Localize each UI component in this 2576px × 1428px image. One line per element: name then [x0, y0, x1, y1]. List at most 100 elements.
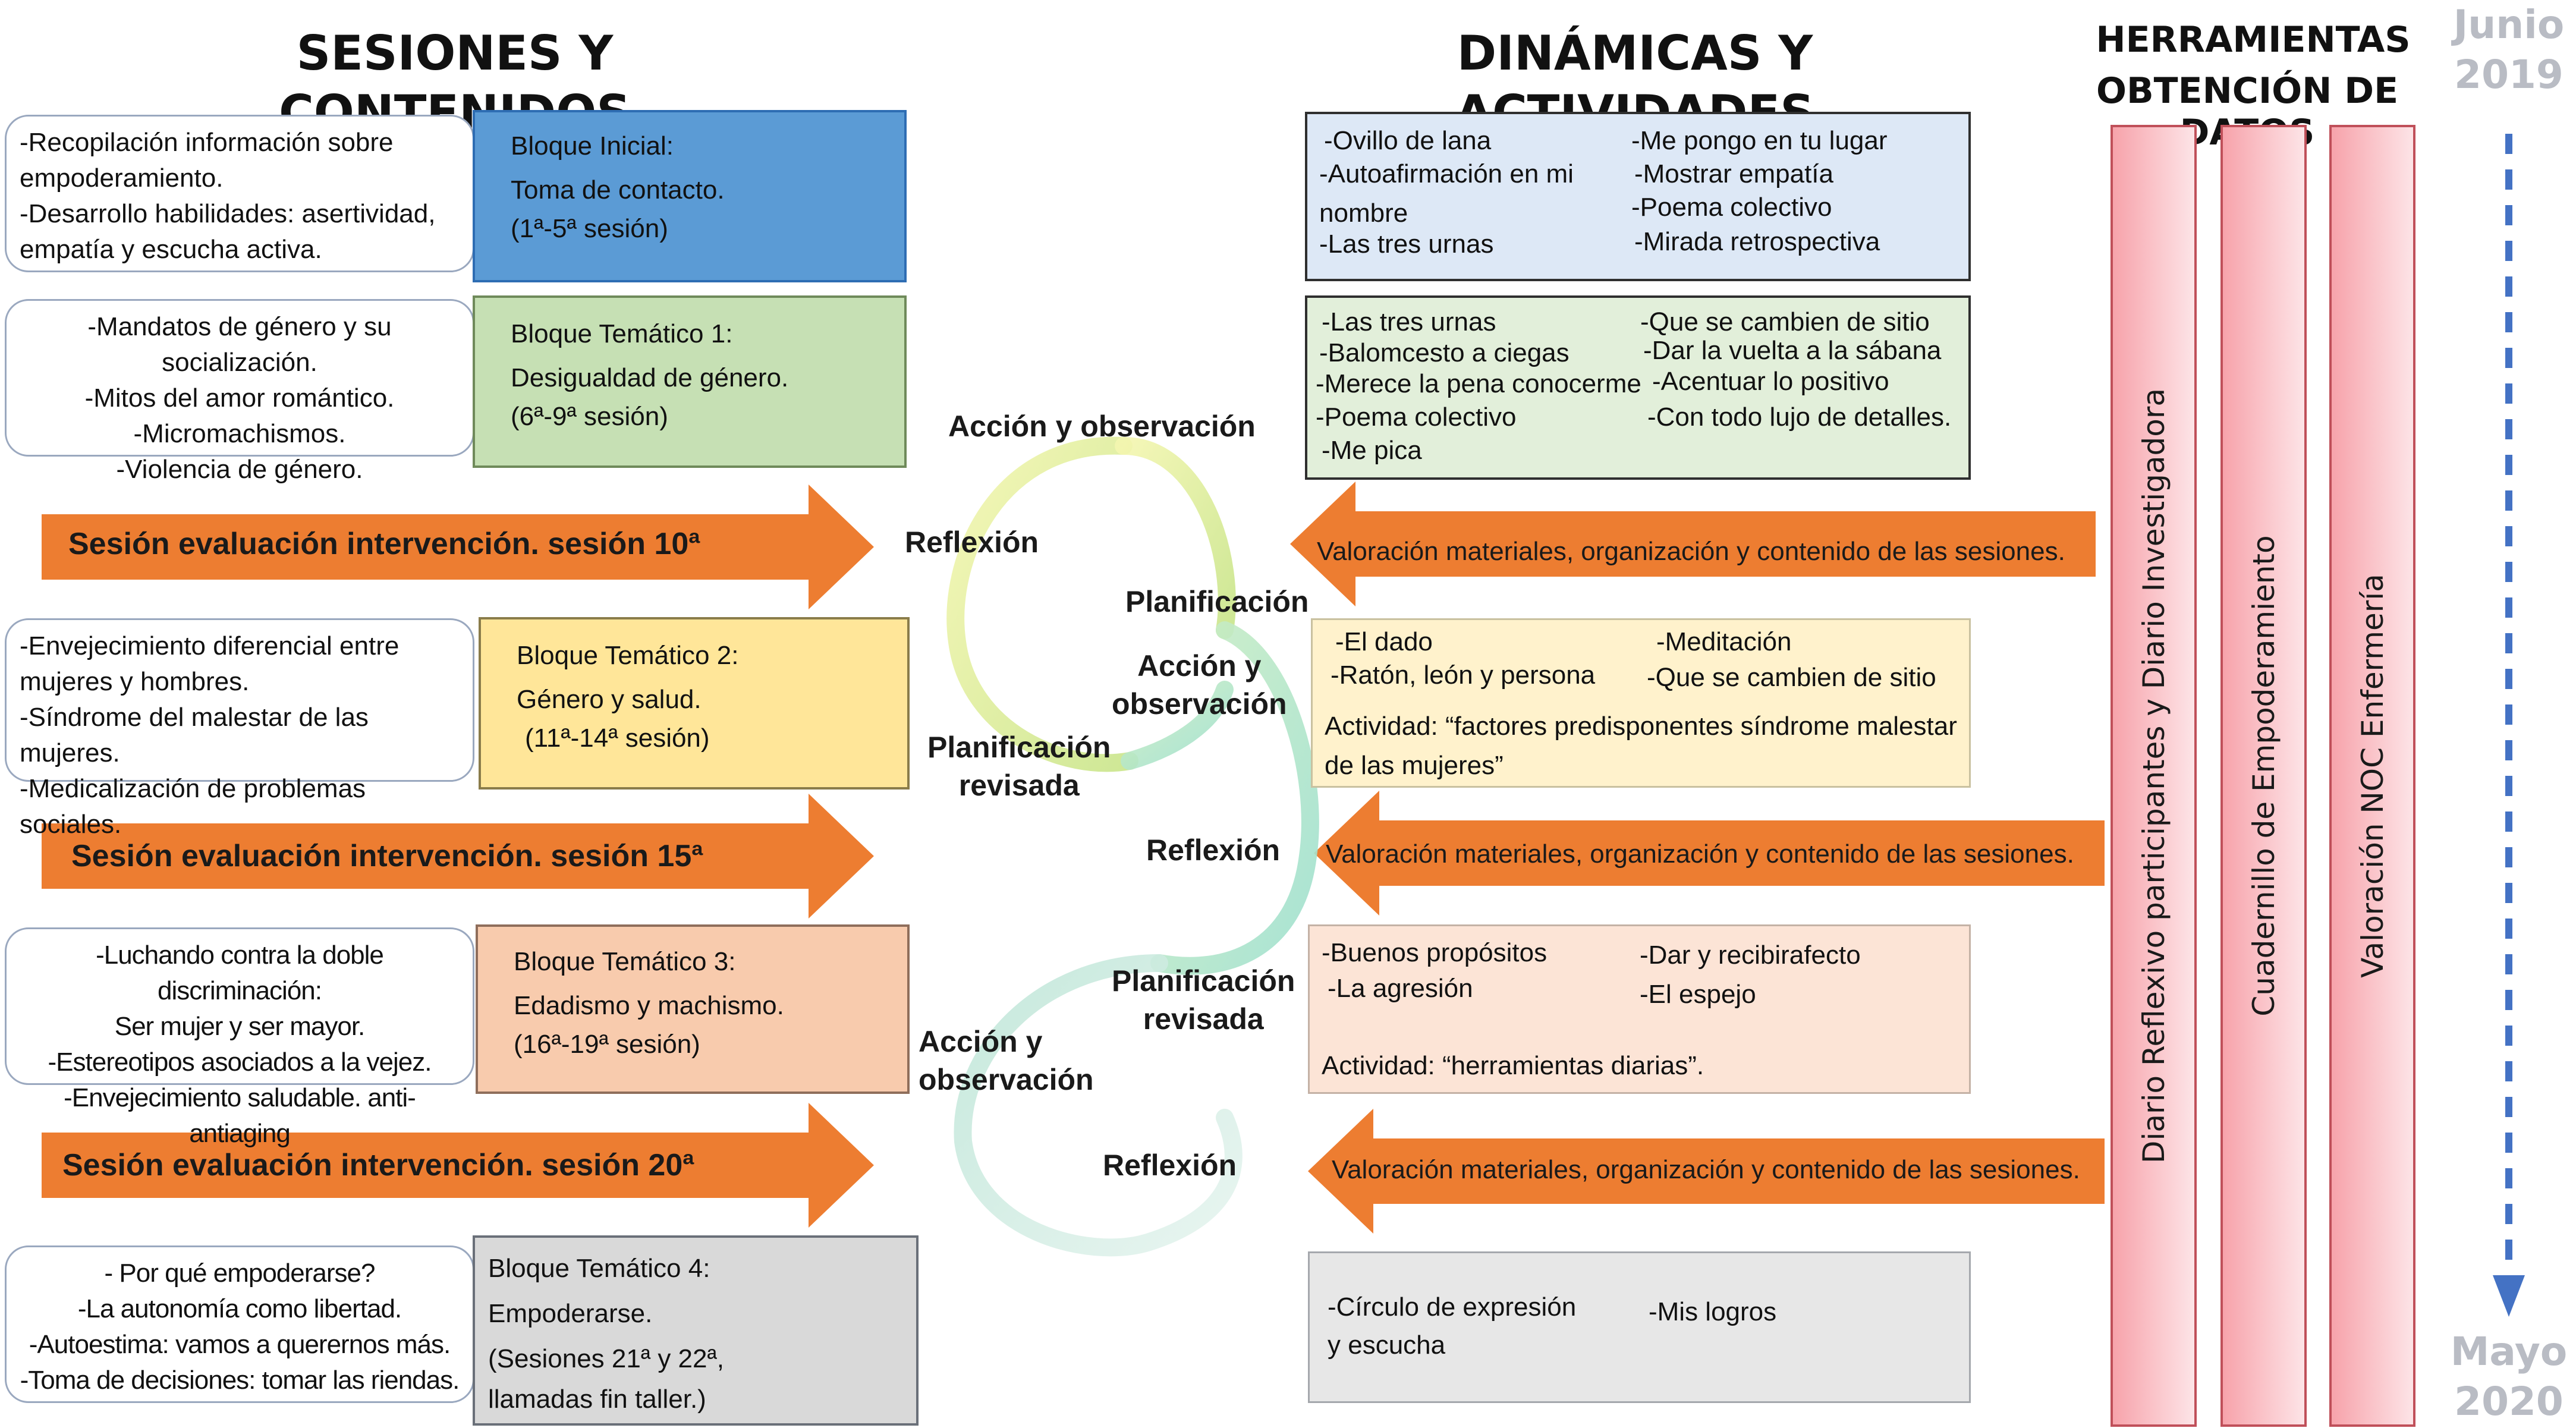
tool-valoracion-noc: Valoración NOC Enfermería: [2329, 125, 2415, 1427]
activity-item: -Merece la pena conocerme: [1316, 369, 1641, 398]
content-line: Ser mujer y ser mayor.: [114, 1012, 366, 1041]
activity-item: -Me pongo en tu lugar: [1631, 126, 1888, 155]
content-bubble-1: -Recopilación información sobre empodera…: [5, 115, 474, 272]
cycle-label-accion-2-l2: observación: [1112, 687, 1287, 721]
content-bubble-3: -Envejecimiento diferencial entre mujere…: [5, 618, 474, 839]
content-line: empoderamiento.: [20, 163, 224, 193]
evaluation-label-1: Sesión evaluación intervención. sesión 1…: [68, 527, 700, 561]
cycle-label-planrev-2-l2: revisada: [1143, 1002, 1264, 1036]
cycle-loop-1b: [1115, 437, 1236, 639]
timeline-end-month: Mayo: [2450, 1329, 2568, 1374]
timeline-start-month: Junio: [2453, 2, 2565, 48]
block-title: Bloque Temático 3:: [514, 947, 736, 976]
activity-item: -Círculo de expresión: [1328, 1292, 1577, 1322]
activities-box-4: -Buenos propósitos -La agresión -Dar y r…: [1308, 924, 1971, 1094]
content-line: -Toma de decisiones: tomar las riendas.: [20, 1366, 460, 1395]
block-title: Bloque Inicial:: [511, 131, 674, 161]
activities-box-2: -Las tres urnas -Balomcesto a ciegas -Me…: [1305, 295, 1971, 480]
cycle-label-reflexion-3: Reflexión: [1103, 1149, 1237, 1182]
block-title: Bloque Temático 1:: [511, 319, 733, 348]
evaluation-arrow-2: [42, 794, 874, 919]
timeline-end-year: 2020: [2454, 1379, 2564, 1424]
content-line: -Recopilación información sobre: [20, 128, 394, 157]
activity-item: -El dado: [1335, 627, 1433, 656]
cycle-label-accion-3-l2: observación: [919, 1063, 1094, 1096]
content-line: -Mandatos de género y su socialización.: [87, 312, 392, 377]
cycle-loop-1: [946, 436, 1138, 772]
activity-item: -Me pica: [1322, 436, 1422, 465]
block-sessions-note: llamadas fin taller.): [488, 1385, 706, 1414]
timeline-arrow: [2493, 134, 2525, 1317]
activity-item: -Las tres urnas: [1319, 229, 1494, 259]
activity-item: -Que se cambien de sitio: [1647, 663, 1936, 692]
block-sessions: (16ª-19ª sesión): [514, 1030, 700, 1059]
activity-item: -Con todo lujo de detalles.: [1647, 402, 1952, 432]
valoracion-arrow-3: [1308, 1109, 2105, 1234]
content-line: -Medicalización de problemas sociales.: [20, 774, 366, 839]
block-subtitle: Desigualdad de género.: [511, 363, 789, 392]
activity-item: de las mujeres”: [1325, 751, 1504, 780]
valoracion-label-1: Valoración materiales, organización y co…: [1317, 537, 2065, 566]
valoracion-label-2: Valoración materiales, organización y co…: [1326, 839, 2074, 869]
block-title: Bloque Temático 4:: [488, 1254, 710, 1283]
cycle-label-planrev-1-l2: revisada: [958, 769, 1080, 802]
content-line: -Violencia de género.: [116, 455, 363, 484]
cycle-label-planrev-2-l1: Planificación: [1112, 964, 1295, 998]
valoracion-arrow-2: [1314, 791, 2105, 916]
block-sessions: (11ª-14ª sesión): [525, 724, 710, 753]
content-line: -Luchando contra la doble discriminación…: [96, 941, 384, 1005]
block-inicial: Bloque Inicial: Toma de contacto. (1ª-5ª…: [473, 110, 907, 282]
activity-item: -Buenos propósitos: [1322, 938, 1548, 967]
tool-cuadernillo: Cuadernillo de Empoderamiento: [2220, 125, 2307, 1427]
cycle-spiral: [946, 436, 1319, 1257]
block-tematico-3: Bloque Temático 3: Edadismo y machismo. …: [476, 924, 910, 1094]
activities-box-1: -Ovillo de lana -Autoafirmación en mi no…: [1305, 112, 1971, 281]
content-line: -Envejecimiento saludable. anti-antiagin…: [64, 1083, 416, 1148]
cycle-loop-3: [954, 954, 1243, 1257]
activity-item: -Dar la vuelta a la sábana: [1643, 336, 1942, 365]
activity-item: -Acentuar lo positivo: [1652, 367, 1889, 396]
activity-item: -Poema colectivo: [1316, 402, 1517, 432]
timeline-start: Junio 2019: [2443, 0, 2574, 100]
content-line: -Micromachismos.: [133, 419, 346, 448]
activity-item: -Balomcesto a ciegas: [1319, 338, 1569, 367]
activities-box-3: -El dado -Ratón, león y persona -Meditac…: [1311, 618, 1971, 788]
tool-diario-reflexivo-label: Diario Reflexivo participantes y Diario …: [2136, 388, 2171, 1164]
content-line: empatía y escucha activa.: [20, 235, 322, 264]
tool-cuadernillo-label: Cuadernillo de Empoderamiento: [2246, 535, 2281, 1017]
evaluation-label-2: Sesión evaluación intervención. sesión 1…: [71, 839, 703, 873]
activity-item: -Dar y recibirafecto: [1640, 941, 1861, 970]
valoracion-arrow-1: [1290, 482, 2096, 606]
block-subtitle: Empoderarse.: [488, 1299, 653, 1328]
activity-item: Actividad: “herramientas diarias”.: [1322, 1051, 1704, 1080]
activity-item: -Las tres urnas: [1322, 307, 1496, 336]
cycle-label-accion-2-l1: Acción y: [1137, 649, 1262, 682]
block-subtitle: Edadismo y machismo.: [514, 991, 784, 1020]
cycle-loop-2: [1150, 621, 1319, 975]
activity-item: Actividad: “factores predisponentes sínd…: [1325, 712, 1957, 741]
activity-item: -Meditación: [1656, 627, 1792, 656]
tool-diario-reflexivo: Diario Reflexivo participantes y Diario …: [2111, 125, 2197, 1427]
cycle-label-accion-3: Acción y observación: [919, 1023, 1094, 1099]
activity-item: -Que se cambien de sitio: [1640, 307, 1930, 336]
content-line: mujeres y hombres.: [20, 667, 250, 696]
cycle-loop-2b: [1121, 681, 1234, 770]
block-sessions: (1ª-5ª sesión): [511, 214, 668, 243]
evaluation-label-3: Sesión evaluación intervención. sesión 2…: [62, 1148, 694, 1182]
evaluation-arrow-1: [42, 485, 874, 609]
block-tematico-2: Bloque Temático 2: Género y salud. (11ª-…: [479, 617, 910, 790]
activity-item: y escucha: [1328, 1331, 1446, 1360]
timeline-start-year: 2019: [2454, 52, 2564, 97]
block-subtitle: Género y salud.: [517, 685, 702, 714]
activity-item: nombre: [1319, 199, 1408, 228]
content-line: -La autonomía como libertad.: [77, 1294, 402, 1323]
activities-box-5: -Círculo de expresión y escucha -Mis log…: [1308, 1251, 1971, 1403]
activity-item: -Autoafirmación en mi: [1319, 159, 1574, 188]
activity-item: -Ratón, león y persona: [1331, 660, 1596, 690]
timeline-end: Mayo 2020: [2443, 1327, 2574, 1427]
content-line: -Autoestima: vamos a querernos más.: [29, 1330, 451, 1359]
content-line: - Por qué empoderarse?: [104, 1259, 376, 1288]
cycle-label-planificacion-revisada-2: Planificación revisada: [1112, 962, 1295, 1038]
block-sessions: (6ª-9ª sesión): [511, 402, 668, 431]
